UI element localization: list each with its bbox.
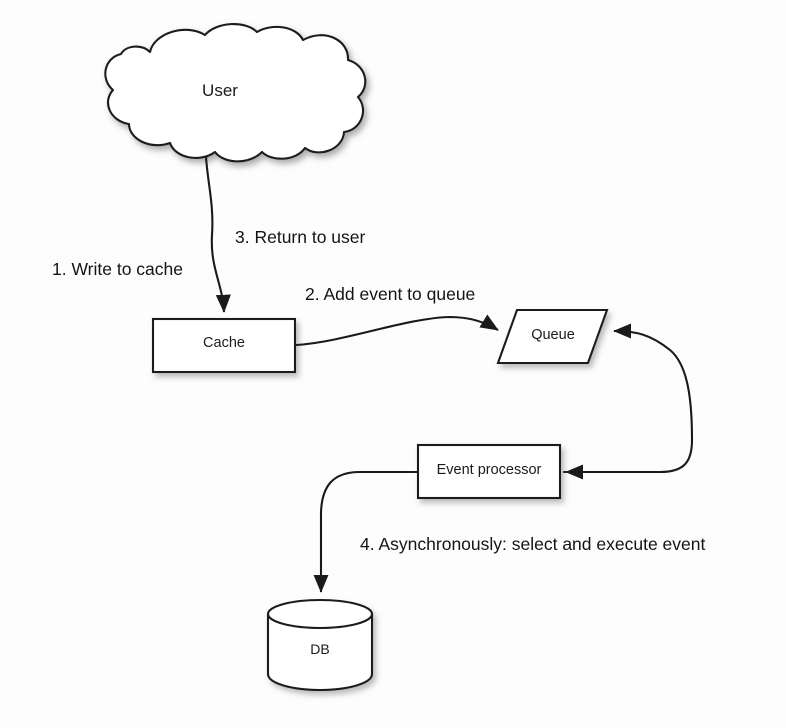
edge-evproc-queue <box>563 323 694 474</box>
edge-cache-queue <box>295 314 499 347</box>
edge-evproc-db <box>313 470 417 593</box>
node-db[interactable] <box>266 598 374 692</box>
cloud-shape <box>104 23 367 163</box>
event-processor-shape <box>416 443 562 500</box>
edge-label-async-select-execute: 4. Asynchronously: select and execute ev… <box>360 534 706 554</box>
edge-evproc-queue-line <box>563 323 694 474</box>
node-user[interactable] <box>104 23 367 163</box>
cache-shape <box>151 317 297 374</box>
edge-user-cache <box>204 156 231 313</box>
edge-label-write-to-cache: 1. Write to cache <box>52 259 183 279</box>
edge-label-add-event-to-queue: 2. Add event to queue <box>305 284 476 304</box>
node-cache[interactable] <box>151 317 297 374</box>
edge-label-return-to-user: 3. Return to user <box>235 227 366 247</box>
db-body-shape <box>266 612 374 692</box>
edge-evproc-db-line <box>313 470 417 593</box>
db-top-ellipse <box>266 598 374 630</box>
queue-shape <box>496 308 609 365</box>
edge-user-cache-line <box>204 156 231 313</box>
node-event-processor[interactable] <box>416 443 562 500</box>
node-queue[interactable] <box>496 308 609 365</box>
edge-cache-queue-line <box>295 314 499 347</box>
